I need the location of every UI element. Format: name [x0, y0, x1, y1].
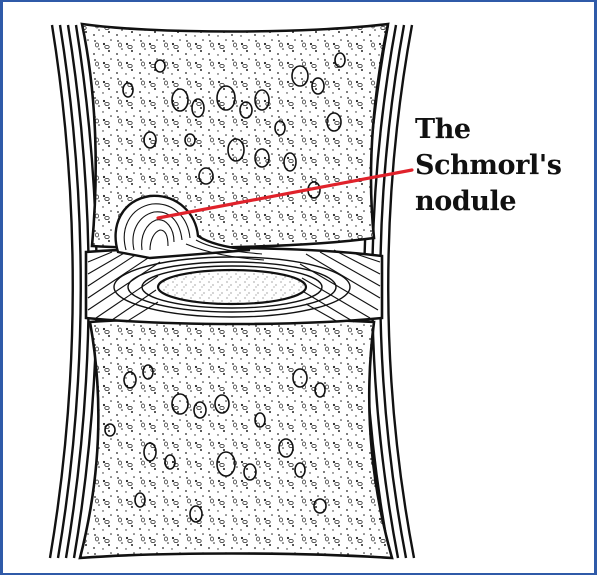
nodule-label: The Schmorl's nodule [415, 112, 585, 220]
label-line-2: Schmorl's [415, 148, 585, 184]
lower-vertebral-body [80, 318, 392, 558]
nucleus-pulposus [158, 270, 306, 304]
label-line-1: The [415, 112, 585, 148]
label-line-3: nodule [415, 184, 585, 220]
